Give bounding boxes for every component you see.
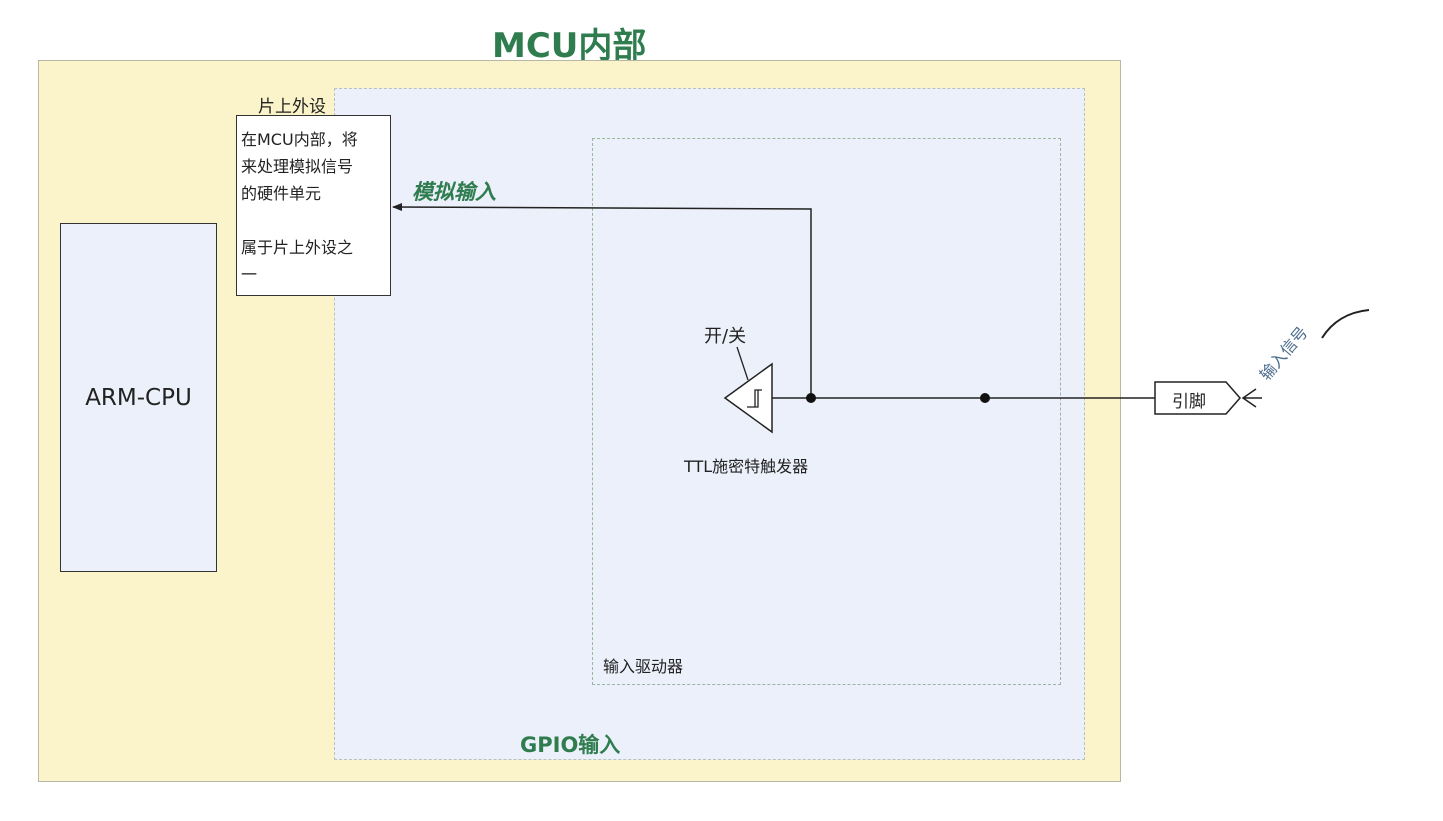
gpio-input-region [334,88,1085,760]
arm-cpu-label: ARM-CPU [85,384,192,411]
input-signal-label: 输入信号 [1255,322,1312,385]
incoming-arrow-icon [1241,388,1262,408]
arm-cpu-block: ARM-CPU [60,223,217,572]
peripheral-description-line: 的硬件单元 [241,184,322,203]
analog-input-label: 模拟输入 [412,180,496,204]
peripheral-description-line: 一 [241,265,258,284]
signal-curve [1321,309,1370,339]
peripheral-description-line: 在MCU内部，将 [241,130,358,149]
diagram-title: MCU内部 [492,26,647,66]
input-driver-region [592,138,1061,685]
peripheral-description-line: 属于片上外设之 [241,238,354,257]
peripheral-title: 片上外设 [258,97,326,117]
switch-label: 开/关 [704,326,747,347]
input-driver-label: 输入驱动器 [603,657,684,676]
gpio-input-label: GPIO输入 [520,733,621,757]
pin-label: 引脚 [1172,392,1206,412]
schmitt-trigger-label: TTL施密特触发器 [684,457,809,476]
peripheral-block: 在MCU内部，将 来处理模拟信号 的硬件单元 属于片上外设之 一 [236,115,391,296]
peripheral-description-line: 来处理模拟信号 [241,157,354,176]
